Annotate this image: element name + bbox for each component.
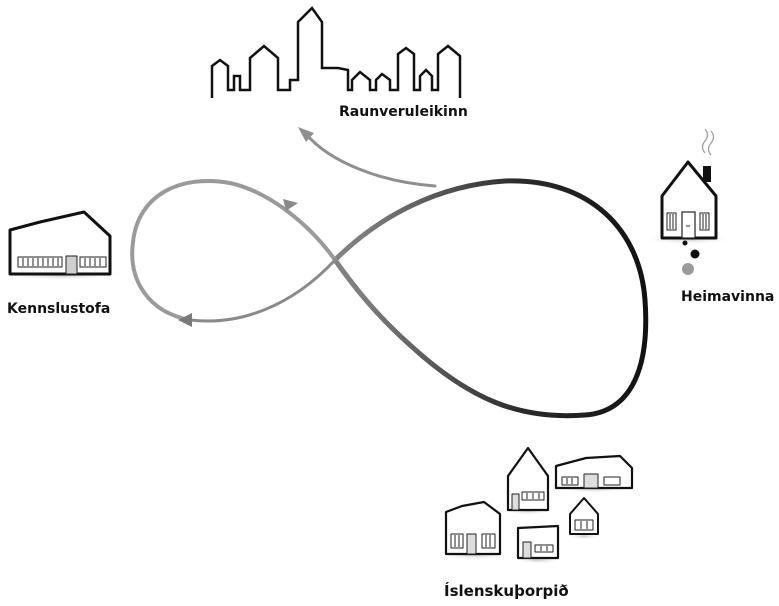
- branch-to-city: [304, 132, 437, 188]
- loop-left-lower: [188, 258, 337, 323]
- school-building-icon: [0, 210, 126, 281]
- arrowhead-upper: [283, 199, 298, 211]
- loop-left-upper: [130, 178, 337, 322]
- city-skyline-icon: [210, 6, 462, 98]
- arrowhead-lower: [178, 313, 192, 327]
- village-houses-icon: [434, 446, 634, 564]
- loop-right-lobe: [332, 178, 649, 419]
- infinity-loop: [130, 127, 649, 419]
- label-city: Raunveruleikinn: [339, 104, 468, 120]
- label-classroom: Kennslustofa: [7, 301, 111, 317]
- arrowhead-city: [298, 127, 314, 142]
- house-icon: [640, 128, 736, 275]
- label-village: Íslenskuþorpið: [444, 582, 569, 600]
- label-home: Heimavinna: [681, 289, 775, 305]
